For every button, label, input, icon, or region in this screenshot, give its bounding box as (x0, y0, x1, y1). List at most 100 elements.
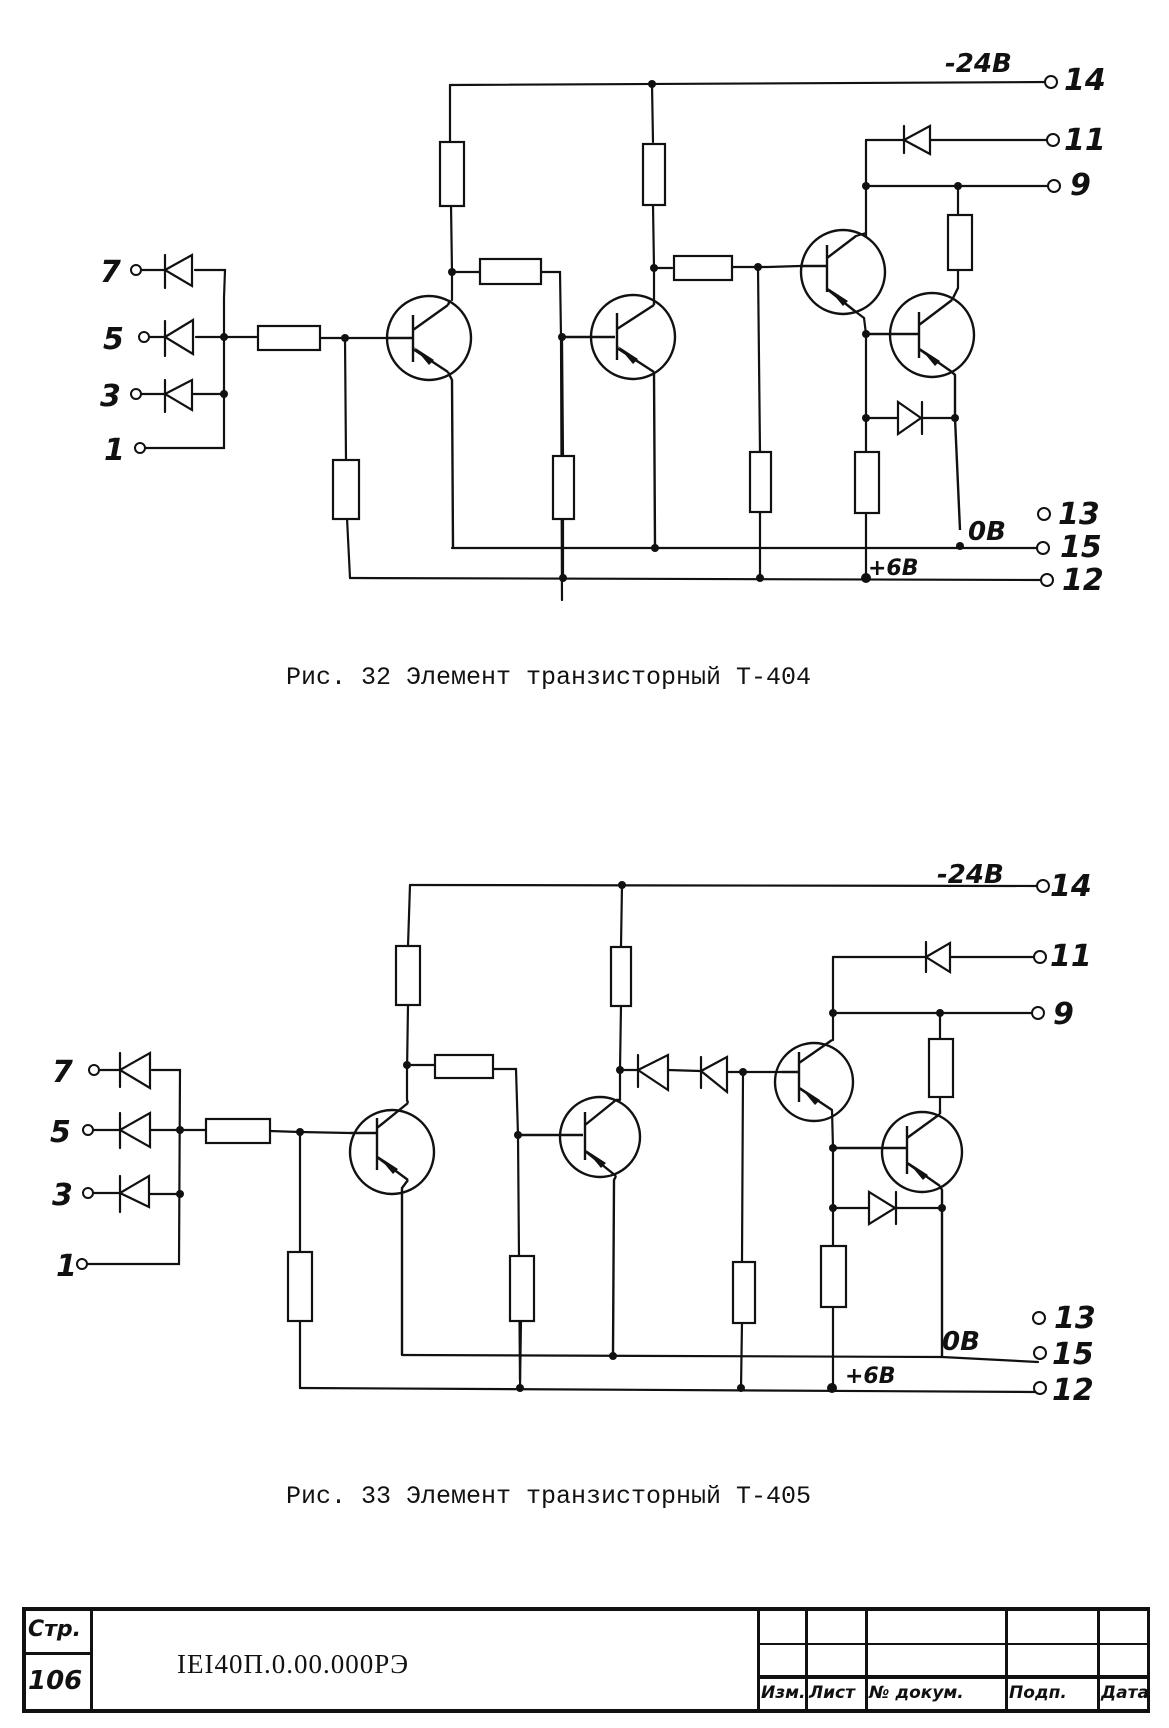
label-1: 1 (56, 1249, 77, 1284)
column-header-signature: Подп. (1008, 1677, 1100, 1709)
diode-level-1 (635, 1053, 670, 1093)
label-1: 1 (104, 433, 125, 468)
label-12: 12 (1062, 563, 1104, 598)
label-15: 15 (1060, 530, 1102, 565)
transistor-q4 (866, 287, 976, 531)
transistor-q4 (833, 1110, 964, 1357)
label-neg24: -24В (937, 860, 1004, 890)
label-3: 3 (100, 379, 121, 414)
diode-11 (901, 124, 932, 156)
input-diodes (130, 253, 388, 580)
terminal-5[interactable] (82, 1124, 94, 1136)
resistor-rb3 (748, 450, 773, 514)
resistor-r2 (478, 257, 543, 286)
input-diodes (76, 1051, 352, 1390)
terminal-13[interactable] (1032, 1311, 1046, 1325)
terminal-14[interactable] (1044, 75, 1058, 89)
column-header-sheet: Лист (808, 1677, 868, 1709)
page-cell: Стр. 106 (22, 1611, 93, 1709)
wire (405, 1063, 522, 1382)
diode-level-2 (699, 1055, 729, 1095)
document-code: IEI40П.0.00.000РЭ (177, 1649, 410, 1679)
label-11: 11 (1064, 123, 1106, 158)
diode-clamp (896, 399, 924, 437)
resistor-rb1 (331, 458, 361, 521)
label-5: 5 (103, 322, 124, 357)
label-pos6v: +6В (868, 556, 919, 581)
label-11: 11 (1050, 939, 1092, 974)
schematic-t405: -24В 0В +6В 14 11 9 13 15 12 7 5 3 1 (50, 860, 1096, 1408)
resistor-r1 (394, 944, 422, 1007)
terminal-3[interactable] (130, 388, 142, 400)
page-label: Стр. (26, 1611, 90, 1655)
terminal-9[interactable] (1047, 179, 1061, 193)
terminal-11[interactable] (1033, 950, 1047, 964)
column-header-date: Дата (1101, 1683, 1147, 1703)
label-0v: 0В (968, 517, 1006, 547)
revision-grid: Изм. Лист № докум. Подп. Дата (757, 1611, 1150, 1709)
resistor-r3 (609, 945, 633, 1008)
terminal-1[interactable] (134, 442, 146, 454)
figure-32-caption: Рис. 32 Элемент транзисторный Т-404 (285, 663, 812, 692)
transistor-q1 (385, 294, 473, 549)
label-9: 9 (1070, 168, 1091, 203)
label-neg24: -24В (945, 49, 1012, 79)
resistor-rc4 (946, 213, 974, 272)
terminal-5[interactable] (138, 331, 150, 343)
schematic-t404: -24В 0В +6В 14 11 9 13 15 12 7 5 3 1 (100, 49, 1106, 602)
terminal-9[interactable] (1031, 1006, 1045, 1020)
page-number: 106 (28, 1666, 83, 1696)
resistor-re3 (853, 450, 881, 515)
column-header-change: Изм. (760, 1677, 808, 1709)
wire (739, 1070, 745, 1390)
wire (405, 883, 412, 1102)
terminal-14[interactable] (1036, 879, 1050, 893)
label-0v: 0В (942, 1327, 980, 1357)
label-9: 9 (1053, 997, 1074, 1032)
transistor-q2 (558, 293, 677, 549)
diode-11 (923, 940, 952, 974)
resistor-rb3 (731, 1260, 757, 1325)
label-7: 7 (52, 1055, 73, 1090)
rail-pos6v (298, 1386, 1038, 1394)
transistor-q1 (348, 1099, 436, 1355)
terminal-11[interactable] (1046, 133, 1060, 147)
terminal-1[interactable] (76, 1258, 88, 1270)
transistor-q2 (518, 1095, 642, 1356)
wire (830, 955, 835, 1390)
resistor-rin (204, 1117, 272, 1145)
terminal-12[interactable] (1040, 573, 1054, 587)
label-14: 14 (1050, 869, 1092, 904)
label-7: 7 (100, 255, 121, 290)
rail-pos6v (348, 576, 1046, 582)
terminal-3[interactable] (82, 1187, 94, 1199)
diode-clamp (867, 1190, 898, 1226)
resistor-rb2 (508, 1254, 536, 1323)
terminal-12[interactable] (1033, 1381, 1047, 1395)
resistor-r4 (672, 254, 734, 282)
wire (448, 83, 454, 302)
resistor-r1 (438, 140, 466, 208)
resistor-rb1 (286, 1250, 314, 1323)
resistor-re3 (819, 1244, 848, 1309)
transistor-q3 (773, 1039, 855, 1123)
resistor-rc4 (927, 1037, 955, 1099)
terminal-15[interactable] (1036, 541, 1050, 555)
rail-neg24 (448, 80, 1052, 87)
label-15: 15 (1052, 1337, 1094, 1372)
resistor-rin (256, 324, 322, 352)
rail-0v (400, 1353, 1040, 1364)
wire (652, 264, 802, 270)
terminal-7[interactable] (130, 264, 142, 276)
wire (756, 265, 762, 580)
resistor-r3 (641, 142, 667, 207)
label-3: 3 (52, 1178, 73, 1213)
label-14: 14 (1064, 63, 1106, 98)
label-12: 12 (1052, 1373, 1094, 1408)
terminal-13[interactable] (1037, 507, 1051, 521)
transistor-q3 (799, 228, 887, 316)
terminal-7[interactable] (88, 1064, 100, 1076)
rail-neg24 (408, 883, 1042, 888)
column-header-doc-number: № докум. (868, 1677, 1008, 1709)
terminal-15[interactable] (1033, 1346, 1047, 1360)
